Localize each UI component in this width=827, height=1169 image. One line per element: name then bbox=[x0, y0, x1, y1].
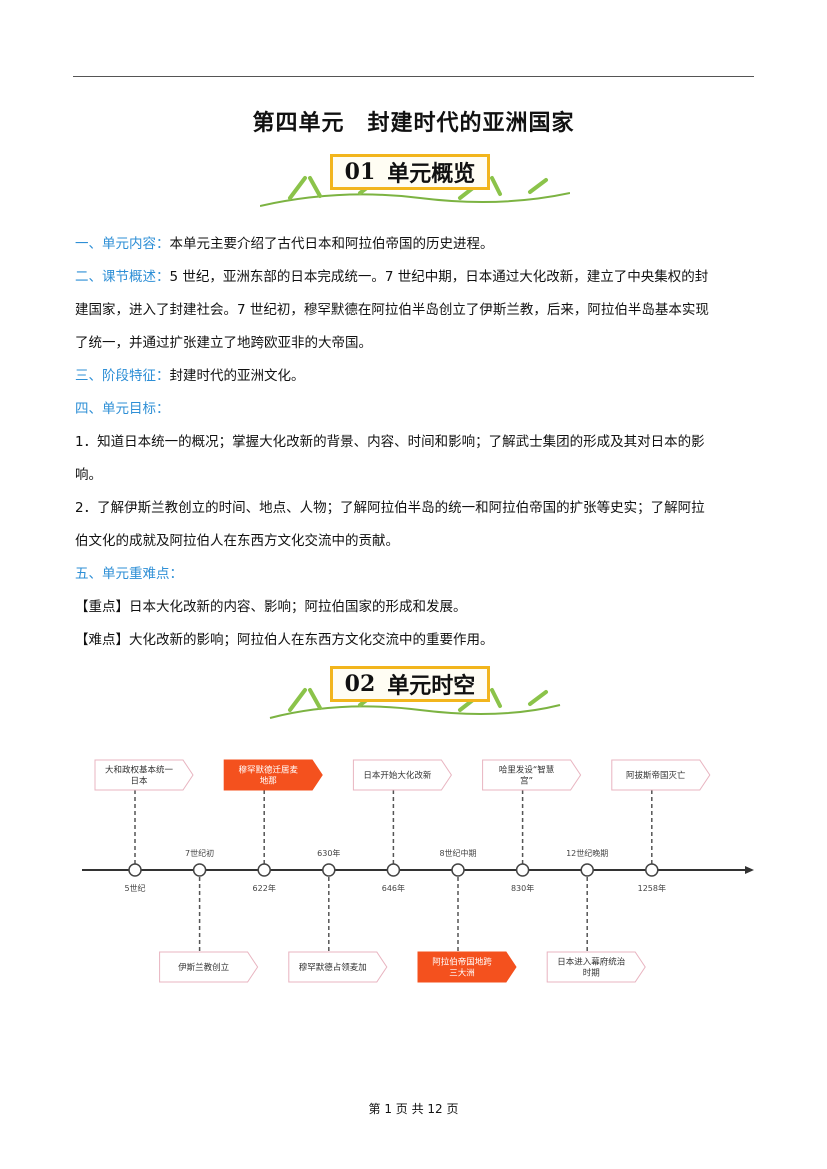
event-label: 阿拉伯帝国地跨 bbox=[432, 957, 492, 968]
section-text: 本单元主要介绍了古代日本和阿拉伯帝国的历史进程。 bbox=[169, 236, 494, 252]
event-label: 阿拔斯帝国灭亡 bbox=[626, 770, 686, 781]
section-text: 5 世纪，亚洲东部的日本完成统一。7 世纪中期，日本通过大化改新，建立了中央集权… bbox=[169, 269, 709, 285]
timeline-node bbox=[451, 863, 465, 877]
timeline-node bbox=[257, 863, 271, 877]
event-label: 日本 bbox=[130, 776, 148, 787]
event-box bbox=[482, 759, 582, 791]
timeline-date: 622年 bbox=[253, 883, 276, 893]
goal-item: 伯文化的成就及阿拉伯人在东西方文化交流中的贡献。 bbox=[75, 533, 399, 549]
timeline-date: 646年 bbox=[382, 883, 405, 893]
event-label: 时期 bbox=[583, 968, 600, 979]
event-label: 哈里发设“智慧 bbox=[499, 765, 555, 776]
axis-arrow-icon bbox=[745, 866, 754, 874]
event-label: 穆罕默德迁居麦 bbox=[238, 765, 298, 776]
timeline-node bbox=[322, 863, 336, 877]
timeline-node bbox=[192, 863, 207, 877]
event-label: 日本开始大化改新 bbox=[363, 770, 432, 781]
section-heading: 三、阶段特征： bbox=[75, 368, 170, 384]
section-heading: 二、课节概述： bbox=[75, 269, 170, 285]
event-label: 伊斯兰教创立 bbox=[178, 962, 230, 973]
header-rule bbox=[73, 76, 754, 77]
section-text: 建国家，进入了封建社会。7 世纪初，穆罕默德在阿拉伯半岛创立了伊斯兰教，后来，阿… bbox=[75, 302, 709, 318]
event-label: 日本进入幕府统治 bbox=[557, 957, 626, 968]
banner-number: 02 bbox=[344, 671, 376, 697]
event-label: 大和政权基本统一 bbox=[105, 765, 174, 776]
timeline-date: 5世纪 bbox=[124, 883, 145, 893]
section-heading: 四、单元目标： bbox=[75, 401, 170, 417]
event-label: 宫” bbox=[520, 776, 533, 787]
key-label: 【重点】 bbox=[75, 599, 129, 615]
page-title: 第四单元 封建时代的亚洲国家 bbox=[252, 110, 575, 136]
event-box bbox=[417, 951, 517, 983]
timeline-date: 12世纪晚期 bbox=[566, 848, 608, 858]
event-label: 穆罕默德占领麦加 bbox=[299, 962, 367, 973]
event-box bbox=[352, 759, 453, 791]
timeline-node bbox=[515, 863, 530, 877]
timeline-node bbox=[386, 863, 401, 877]
unit-overview: 一、单元内容：本单元主要介绍了古代日本和阿拉伯帝国的历史进程。 二、课节概述：5… bbox=[75, 228, 755, 657]
event-box bbox=[288, 951, 388, 983]
section-text: 了统一，并通过扩张建立了地跨欧亚非的大帝国。 bbox=[75, 335, 372, 351]
timeline-node bbox=[645, 863, 659, 877]
goal-item: 2．了解伊斯兰教创立的时间、地点、人物；了解阿拉伯半岛的统一和阿拉伯帝国的扩张等… bbox=[75, 500, 705, 516]
section-text: 封建时代的亚洲文化。 bbox=[169, 368, 305, 384]
event-box bbox=[94, 759, 194, 791]
banner-number: 01 bbox=[344, 159, 376, 185]
section-heading: 一、单元内容： bbox=[75, 236, 170, 252]
section-heading: 五、单元重难点： bbox=[75, 566, 183, 582]
section-banner-timeline: 02 单元时空 bbox=[260, 660, 570, 730]
difficulty-text: 大化改新的影响；阿拉伯人在东西方文化交流中的重要作用。 bbox=[129, 632, 494, 648]
banner-label: 单元概览 bbox=[387, 161, 476, 187]
event-label: 三大洲 bbox=[449, 968, 475, 979]
event-box bbox=[611, 759, 711, 791]
difficulty-label: 【难点】 bbox=[75, 632, 129, 648]
timeline-date: 8世纪中期 bbox=[439, 848, 476, 858]
section-banner-overview: 01 单元概览 bbox=[260, 148, 570, 218]
event-box bbox=[223, 759, 323, 791]
timeline-date: 1258年 bbox=[638, 883, 666, 893]
event-box bbox=[546, 951, 646, 983]
page-footer: 第 1 页 共 12 页 bbox=[368, 1102, 459, 1116]
timeline-node bbox=[580, 863, 594, 877]
event-label: 地那 bbox=[260, 776, 278, 787]
timeline-date: 7世纪初 bbox=[185, 848, 214, 858]
event-box bbox=[159, 951, 259, 983]
timeline-date: 830年 bbox=[511, 883, 534, 893]
timeline-node bbox=[128, 863, 142, 877]
goal-item: 1．知道日本统一的概况；掌握大化改新的背景、内容、时间和影响；了解武士集团的形成… bbox=[75, 434, 705, 450]
timeline-date: 630年 bbox=[317, 848, 340, 858]
key-text: 日本大化改新的内容、影响；阿拉伯国家的形成和发展。 bbox=[129, 599, 467, 615]
banner-label: 单元时空 bbox=[387, 673, 476, 699]
goal-item: 响。 bbox=[75, 467, 102, 483]
